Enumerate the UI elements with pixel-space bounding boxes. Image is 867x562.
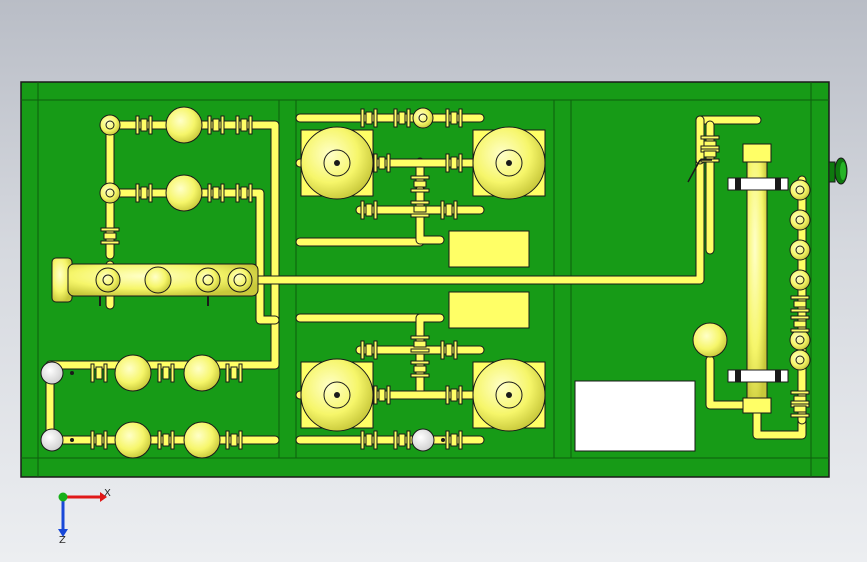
flange[interactable] xyxy=(445,430,450,450)
fitting-ball[interactable] xyxy=(99,114,121,136)
view-triad: X Z xyxy=(58,488,111,545)
flange[interactable] xyxy=(90,363,95,383)
manifold-header[interactable] xyxy=(51,257,259,306)
pipe-run[interactable] xyxy=(254,116,761,284)
control-panel[interactable] xyxy=(574,380,696,452)
flange[interactable] xyxy=(410,335,430,340)
flange[interactable] xyxy=(225,430,230,450)
filter-housing[interactable] xyxy=(165,174,203,212)
flange[interactable] xyxy=(157,363,162,383)
instrument-boxes[interactable] xyxy=(448,230,530,329)
side-handle[interactable] xyxy=(828,157,848,185)
flange[interactable] xyxy=(360,108,365,128)
flange[interactable] xyxy=(790,400,810,405)
separator-column[interactable] xyxy=(727,143,789,414)
flange[interactable] xyxy=(157,430,162,450)
filter-housing[interactable] xyxy=(183,421,221,459)
filter-housing[interactable] xyxy=(183,354,221,392)
flange[interactable] xyxy=(445,108,450,128)
flange[interactable] xyxy=(373,385,378,405)
filter-housing[interactable] xyxy=(114,421,152,459)
flange[interactable] xyxy=(790,295,810,300)
flange[interactable] xyxy=(790,390,810,395)
flange[interactable] xyxy=(360,430,365,450)
pressure-gauge[interactable] xyxy=(687,159,712,183)
fitting-ball[interactable] xyxy=(789,239,811,261)
flange[interactable] xyxy=(790,315,810,320)
white-fitting[interactable] xyxy=(40,428,64,452)
white-fitting[interactable] xyxy=(411,428,435,452)
flange[interactable] xyxy=(207,183,212,203)
flange[interactable] xyxy=(207,115,212,135)
flange[interactable] xyxy=(393,108,398,128)
flange[interactable] xyxy=(100,227,120,232)
fitting-ball[interactable] xyxy=(99,182,121,204)
pressure-vessels[interactable] xyxy=(40,106,811,459)
white-fitting[interactable] xyxy=(40,361,64,385)
fitting-ball[interactable] xyxy=(789,329,811,351)
pipe-run[interactable] xyxy=(416,314,444,344)
flange[interactable] xyxy=(235,115,240,135)
valve-assemblies[interactable] xyxy=(90,108,810,450)
flange[interactable] xyxy=(373,153,378,173)
flange[interactable] xyxy=(135,115,140,135)
flange[interactable] xyxy=(440,340,445,360)
fitting-ball[interactable] xyxy=(789,349,811,371)
filter-housing[interactable] xyxy=(165,106,203,144)
flange[interactable] xyxy=(410,360,430,365)
fitting-ball[interactable] xyxy=(412,107,434,129)
flange[interactable] xyxy=(225,363,230,383)
flange[interactable] xyxy=(440,200,445,220)
accumulator-ball[interactable] xyxy=(692,322,728,358)
fitting-ball[interactable] xyxy=(789,179,811,201)
flange[interactable] xyxy=(360,340,365,360)
flange[interactable] xyxy=(135,183,140,203)
flange[interactable] xyxy=(410,200,430,205)
triad-x-label: X xyxy=(104,488,111,499)
flange[interactable] xyxy=(410,175,430,180)
flange[interactable] xyxy=(235,183,240,203)
flange[interactable] xyxy=(445,153,450,173)
fitting-ball[interactable] xyxy=(789,269,811,291)
filter-housing[interactable] xyxy=(114,354,152,392)
flange[interactable] xyxy=(445,385,450,405)
flange[interactable] xyxy=(360,200,365,220)
triad-z-label: Z xyxy=(59,535,66,545)
pipe-run[interactable] xyxy=(706,356,749,409)
fitting-ball[interactable] xyxy=(789,209,811,231)
flange[interactable] xyxy=(700,145,720,150)
flange[interactable] xyxy=(700,135,720,140)
flange[interactable] xyxy=(90,430,95,450)
flange[interactable] xyxy=(393,430,398,450)
